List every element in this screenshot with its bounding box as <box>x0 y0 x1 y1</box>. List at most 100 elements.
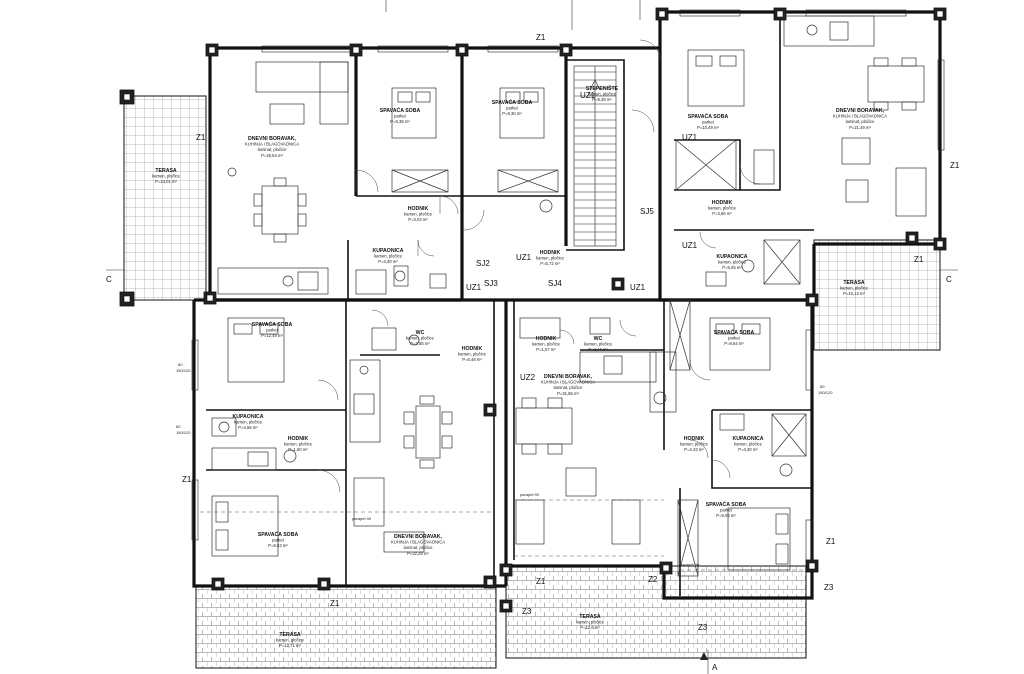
label-z1: Z1 <box>536 577 546 586</box>
room-label: SPAVAĆA SOBA <box>380 106 421 114</box>
room-label: SPAVAĆA SOBA <box>258 530 299 538</box>
note-parapet: parapet 90 <box>352 516 372 521</box>
label-z1: Z1 <box>196 133 206 142</box>
label-z1: Z1 <box>182 475 192 484</box>
room-label: P=10,49 m² <box>697 125 719 130</box>
label-uz1: UZ1 <box>630 283 646 292</box>
room-label: kamen, pločice <box>276 638 305 643</box>
room-label: TERASA <box>155 168 177 174</box>
note-parapet: parapet 90 <box>680 562 700 567</box>
room-label: parket <box>394 114 406 119</box>
room-label: P=2,44 m² <box>588 347 608 352</box>
room-label: HODNIK <box>462 346 483 352</box>
room-label: P=3,30 m² <box>378 259 398 264</box>
room-label: P=31,65 m² <box>557 391 579 396</box>
room-label: kamen, pločice <box>374 254 403 259</box>
room-label: P=9,64 m² <box>724 341 744 346</box>
note-dim: 150/120 <box>818 390 833 395</box>
room-label: kamen, pločice <box>234 420 263 425</box>
room-label: P=21,49 m² <box>849 125 871 130</box>
room-label: KUPAONICA <box>716 254 747 260</box>
section-c-right: C <box>946 275 952 284</box>
note-parapet: parapet 90 <box>520 492 540 497</box>
room-label: kamen, pločice <box>708 206 737 211</box>
section-c-left: C <box>106 275 112 284</box>
room-label: KUPAONICA <box>232 414 263 420</box>
room-label: P=5,72 m² <box>540 261 560 266</box>
label-z1: Z1 <box>950 161 960 170</box>
room-label: P=9,38 m² <box>390 119 410 124</box>
notes: parapet 90 parapet 90 parapet 90 60 150/… <box>176 362 833 567</box>
room-label: laminat, pločice <box>258 147 288 152</box>
room-label: P=12,49 m² <box>261 333 283 338</box>
room-label: SPAVAĆA SOBA <box>706 500 747 508</box>
room-label: DNEVNI BORAVAK, <box>394 534 442 540</box>
room-label: WC <box>416 330 425 336</box>
label-sj4: SJ4 <box>548 279 562 288</box>
room-label: laminat, pločice <box>846 119 876 124</box>
room-label: HODNIK <box>712 200 733 206</box>
room-label: P=12,6 m² <box>580 625 600 630</box>
note-dim: 60 <box>178 362 183 367</box>
room-label: kamen, pločice <box>532 342 561 347</box>
room-label: parket <box>702 120 714 125</box>
room-label: P=1,60 m² <box>288 447 308 452</box>
room-label: P=3,03 m² <box>408 217 428 222</box>
room-label: HODNIK <box>684 436 705 442</box>
label-z3: Z3 <box>698 623 708 632</box>
room-label: P=3,66 m² <box>712 211 732 216</box>
note-dim: 150/120 <box>176 368 191 373</box>
section-a-bottom: A <box>712 663 718 672</box>
room-label: parket <box>506 106 518 111</box>
room-label: kamen, pločice <box>406 336 435 341</box>
note-dim: 60 <box>176 424 181 429</box>
label-z3: Z3 <box>522 607 532 616</box>
label-uz1: UZ1 <box>682 133 698 142</box>
room-label: TERASA <box>579 614 601 620</box>
room-label: KUHINJA I BLAGOVAONICA <box>541 380 595 385</box>
room-label: parket <box>728 336 740 341</box>
terrace-left <box>123 95 207 301</box>
section-marks: C C A <box>106 0 958 674</box>
room-label: P=12,71 m² <box>279 643 301 648</box>
room-label: P=1,07 m² <box>536 347 556 352</box>
room-label: HODNIK <box>408 206 429 212</box>
label-uz1: UZ1 <box>516 253 532 262</box>
room-label: SPAVAĆA SOBA <box>252 320 293 328</box>
room-label: SPAVAĆA SOBA <box>714 328 755 336</box>
room-label: P=9,30 m² <box>502 111 522 116</box>
room-label: P=6,46 m² <box>462 357 482 362</box>
label-z1: Z1 <box>826 537 836 546</box>
room-label: P=9,53 m² <box>268 543 288 548</box>
label-sj2: SJ2 <box>476 259 490 268</box>
room-label: parket <box>272 538 284 543</box>
room-label: kamen, pločice <box>588 92 617 97</box>
furniture <box>211 15 927 577</box>
label-sj5: SJ5 <box>640 207 654 216</box>
room-label: P=26,54 m² <box>261 153 283 158</box>
room-label: STEPENIŠTE <box>586 84 619 92</box>
room-label: kamen, pločice <box>404 212 433 217</box>
room-label: laminat, pločice <box>404 545 434 550</box>
label-z1: Z1 <box>914 255 924 264</box>
room-label: kamen, pločice <box>152 174 181 179</box>
room-label: TERASA <box>279 632 301 638</box>
room-label: kamen, pločice <box>458 352 487 357</box>
label-uz1: UZ1 <box>580 91 596 100</box>
room-label: HODNIK <box>536 336 557 342</box>
terrace-bottom-right <box>505 565 807 659</box>
label-uz1: UZ1 <box>466 283 482 292</box>
room-label: HODNIK <box>288 436 309 442</box>
room-label: P=5,05 m² <box>722 265 742 270</box>
room-label: kamen, pločice <box>840 286 869 291</box>
room-label: DNEVNI BORAVAK, <box>248 136 296 142</box>
label-sj3: SJ3 <box>484 279 498 288</box>
room-labels: DNEVNI BORAVAK, KUHINJA I BLAGOVAONICA lam… <box>152 84 887 648</box>
room-label: P=4,56 m² <box>238 425 258 430</box>
room-label: kamen, pločice <box>718 260 747 265</box>
label-z1: Z1 <box>330 599 340 608</box>
room-label: KUPAONICA <box>372 248 403 254</box>
staircase <box>573 65 617 247</box>
room-label: WC <box>594 336 603 342</box>
